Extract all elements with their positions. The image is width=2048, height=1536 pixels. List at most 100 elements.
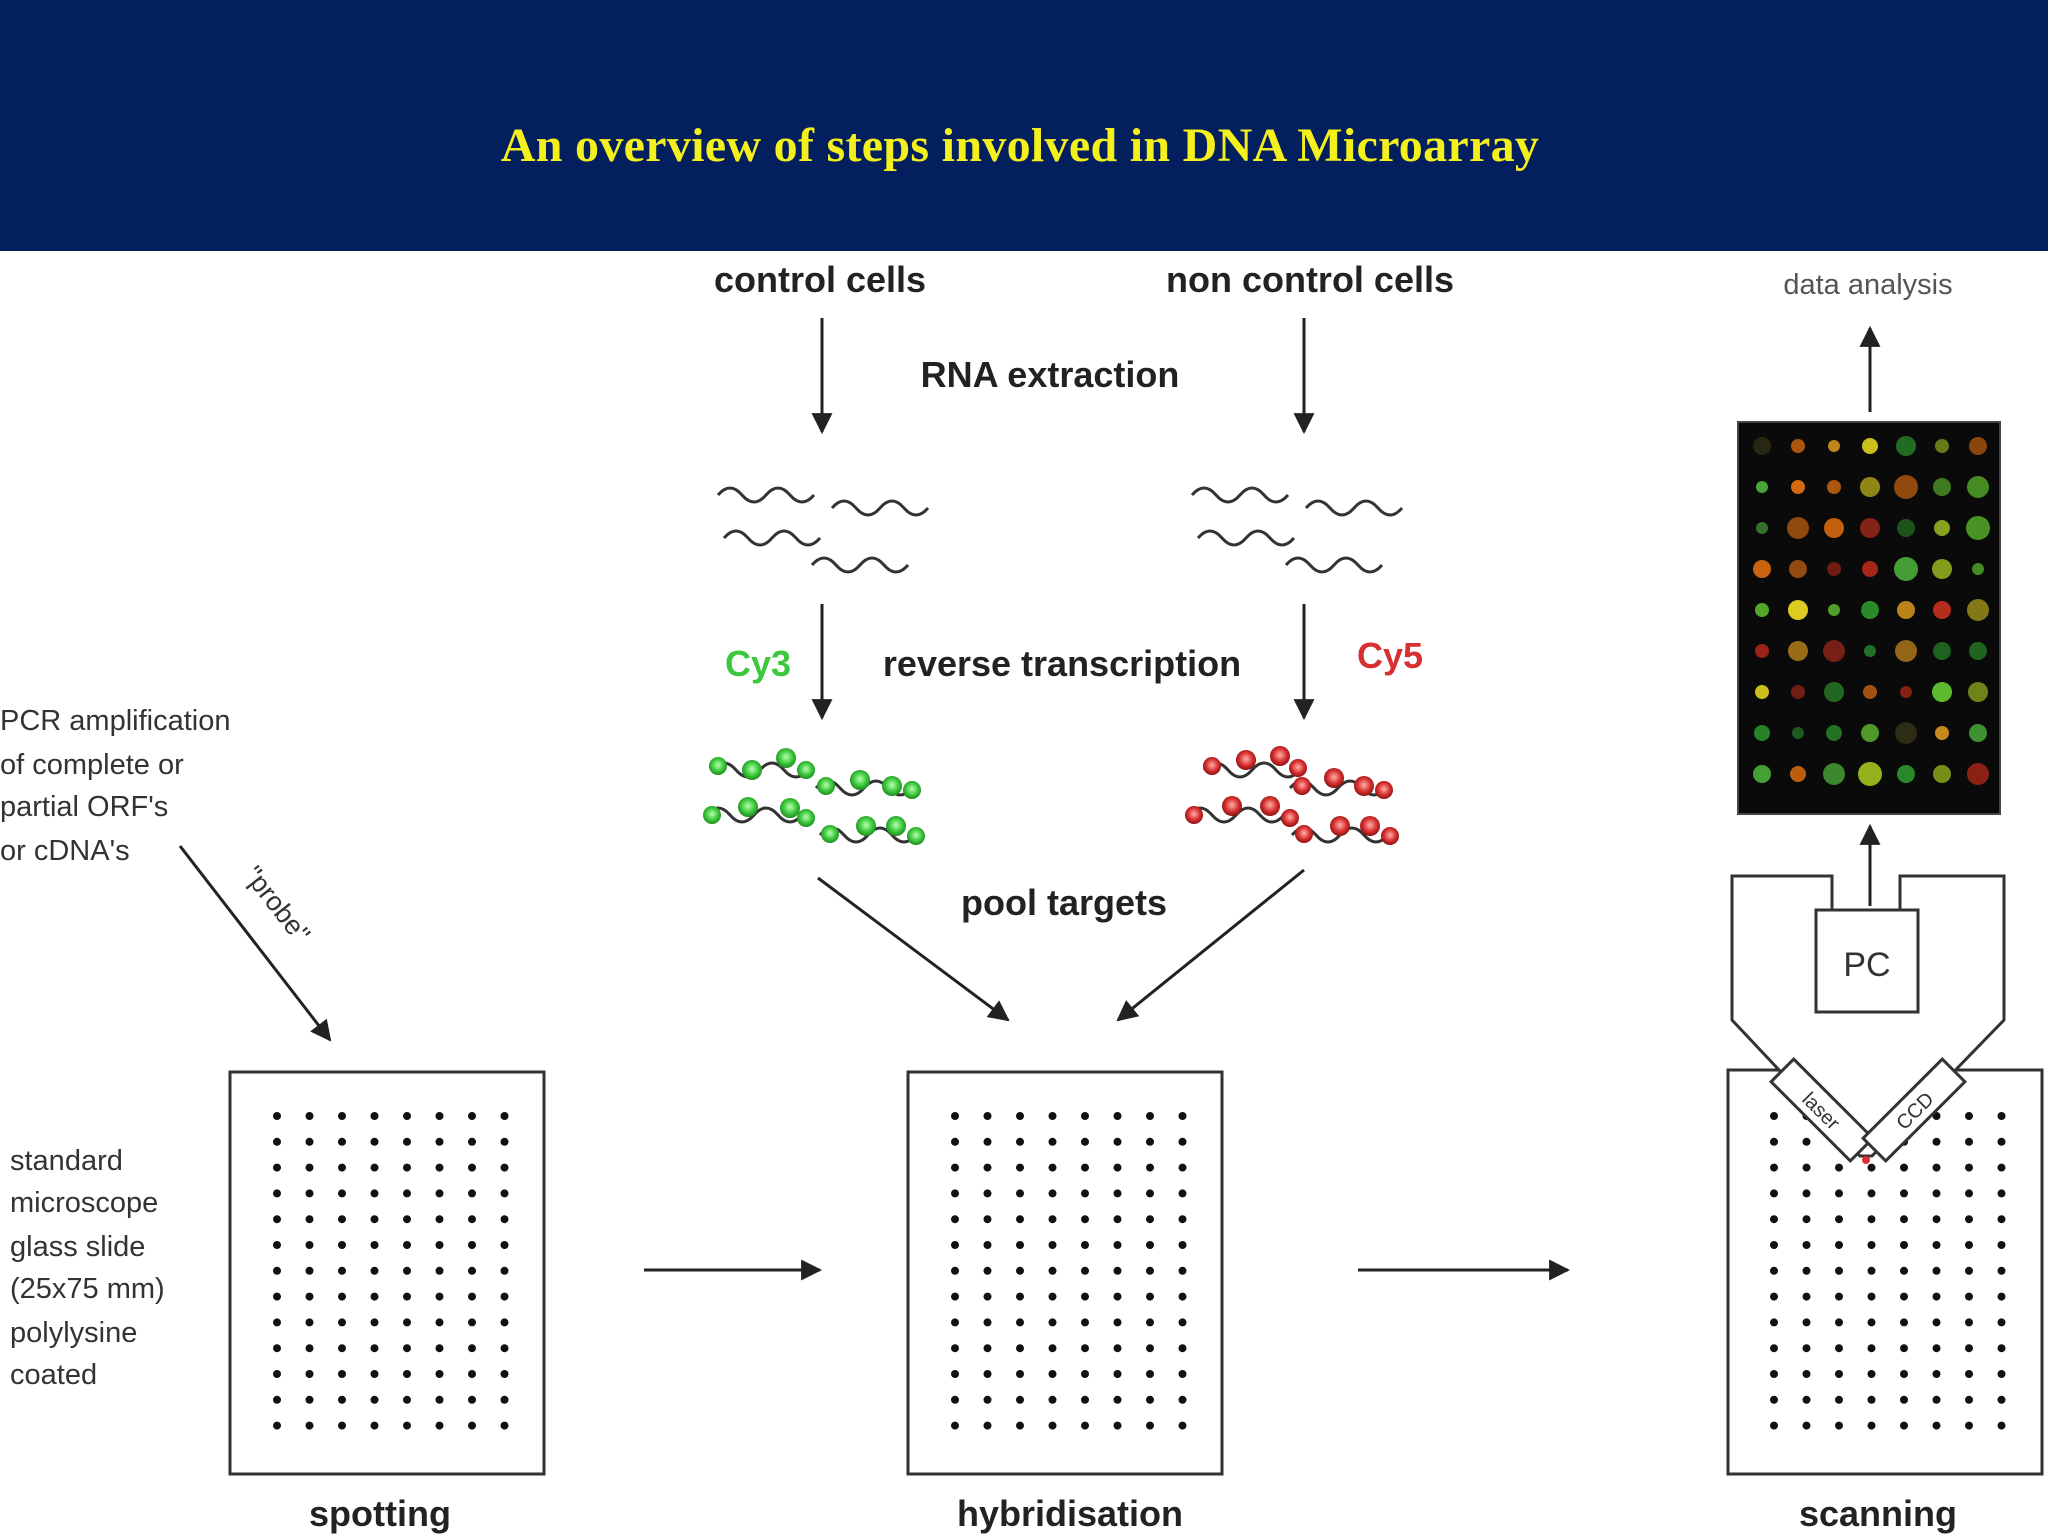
page-title: An overview of steps involved in DNA Mic… (500, 119, 1540, 172)
array-spot (1770, 1370, 1778, 1378)
array-spot (273, 1266, 281, 1275)
cy3-label: Cy3 (725, 643, 791, 684)
array-spot (1932, 1395, 1941, 1404)
array-spot (1965, 1292, 1973, 1301)
array-spot (1113, 1189, 1122, 1198)
array-spot (1867, 1318, 1876, 1327)
array-spot (338, 1189, 346, 1198)
array-spot (1146, 1344, 1154, 1353)
array-spot (1900, 1292, 1908, 1301)
array-spot (1048, 1344, 1057, 1353)
fluorescent-spot (1972, 563, 1984, 575)
fluorescent-spot (1935, 439, 1949, 453)
array-spot (1900, 1163, 1908, 1172)
array-spot (500, 1163, 509, 1172)
array-spot (500, 1241, 509, 1249)
array-spot (1802, 1137, 1811, 1146)
array-spot (1081, 1266, 1089, 1275)
array-spot (1802, 1163, 1811, 1172)
array-spot (1770, 1189, 1778, 1198)
array-spot (338, 1266, 346, 1275)
cy5-labeled-targets (1185, 746, 1399, 845)
array-spot (1900, 1344, 1908, 1353)
array-spot (468, 1241, 476, 1249)
fluorescent-spot (1753, 765, 1771, 783)
array-spot (1900, 1215, 1908, 1224)
svg-text:glass slide: glass slide (10, 1231, 145, 1263)
array-spot (1835, 1266, 1843, 1275)
array-spot (951, 1292, 959, 1301)
array-spot (1081, 1344, 1089, 1353)
array-spot (370, 1112, 379, 1120)
array-spot (370, 1137, 379, 1146)
array-spot (951, 1318, 959, 1327)
fluorescent-spot (1860, 477, 1880, 497)
array-spot (435, 1344, 444, 1353)
array-spot (1997, 1421, 2006, 1430)
fluorescent-spot (1788, 600, 1808, 620)
array-spot (435, 1163, 444, 1172)
array-spot (951, 1215, 959, 1224)
array-spot (500, 1395, 509, 1404)
array-spot (951, 1112, 959, 1120)
array-spot (468, 1395, 476, 1404)
array-spot (1802, 1215, 1811, 1224)
array-spot (370, 1318, 379, 1327)
array-spot (338, 1112, 346, 1120)
fluorescent-spot (1933, 765, 1951, 783)
array-spot (403, 1163, 411, 1172)
array-spot (435, 1112, 444, 1120)
array-spot (435, 1318, 444, 1327)
array-spot (305, 1137, 314, 1146)
pc-label: PC (1843, 946, 1890, 984)
array-spot (468, 1112, 476, 1120)
array-spot (273, 1112, 281, 1120)
array-spot (1932, 1137, 1941, 1146)
array-spot (1802, 1241, 1811, 1249)
array-spot (1113, 1137, 1122, 1146)
array-spot (951, 1163, 959, 1172)
fluorescent-spot (1791, 439, 1805, 453)
array-spot (468, 1421, 476, 1430)
fluorescent-spot (1900, 686, 1912, 698)
fluorescent-spot (1824, 682, 1844, 702)
array-spot (1016, 1370, 1024, 1378)
array-spot (435, 1370, 444, 1378)
array-spot (1178, 1266, 1187, 1275)
array-spot (951, 1421, 959, 1430)
array-spot (1997, 1215, 2006, 1224)
array-spot (1802, 1318, 1811, 1327)
fluorescent-spot (1755, 603, 1769, 617)
fluorescent-spot (1897, 765, 1915, 783)
fluorescent-spot (1828, 604, 1840, 616)
array-spot (1835, 1292, 1843, 1301)
array-spot (468, 1189, 476, 1198)
array-spot (403, 1421, 411, 1430)
array-spot (1146, 1266, 1154, 1275)
array-spot (1146, 1292, 1154, 1301)
array-spot (500, 1215, 509, 1224)
array-spot (500, 1421, 509, 1430)
array-spot (1932, 1266, 1941, 1275)
fluorescent-spot (1933, 601, 1951, 619)
array-spot (305, 1112, 314, 1120)
fluorescent-spot (1969, 642, 1987, 660)
data-analysis-label: data analysis (1783, 269, 1952, 301)
array-spot (1048, 1318, 1057, 1327)
array-spot (338, 1395, 346, 1404)
array-spot (1997, 1112, 2006, 1120)
array-spot (1178, 1215, 1187, 1224)
rna-strands-control (716, 486, 930, 574)
fluorescent-spot (1934, 520, 1950, 536)
array-spot (305, 1215, 314, 1224)
array-spot (500, 1292, 509, 1301)
spotting-slide (228, 1070, 546, 1476)
probe-arrow (178, 845, 332, 1042)
fluorescent-spot (1935, 726, 1949, 740)
array-spot (1997, 1241, 2006, 1249)
fluorescent-spot (1824, 518, 1844, 538)
array-spot (1835, 1370, 1843, 1378)
array-spot (1178, 1137, 1187, 1146)
array-spot (1113, 1163, 1122, 1172)
array-spot (1867, 1241, 1876, 1249)
